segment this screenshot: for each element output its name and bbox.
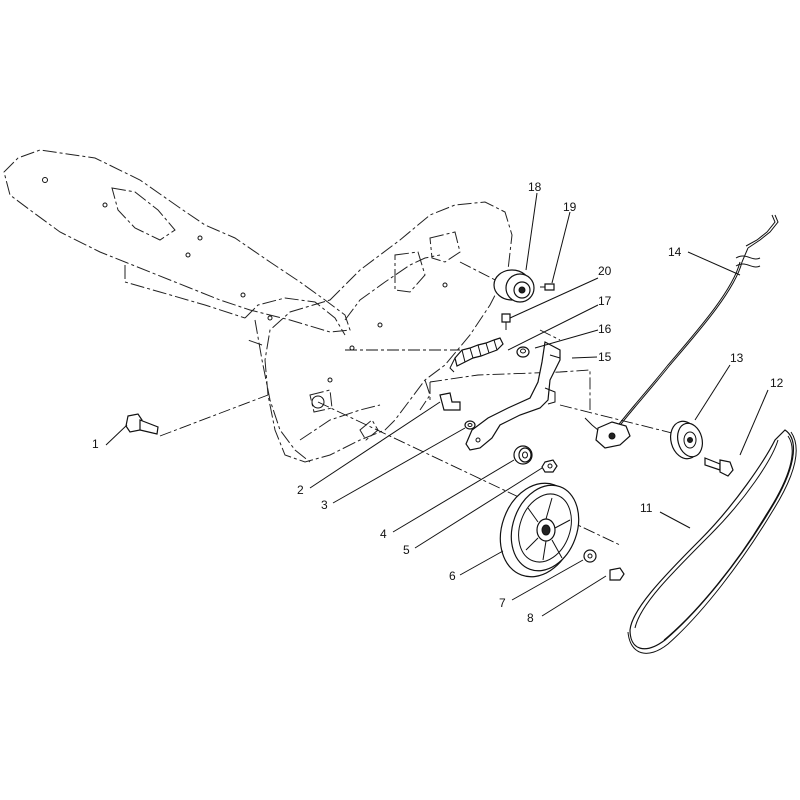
callout-7: 7 bbox=[499, 596, 506, 610]
part-6-drive-pulley bbox=[499, 482, 580, 578]
callout-18: 18 bbox=[528, 180, 542, 194]
part-20-screw bbox=[501, 313, 511, 330]
callout-17: 17 bbox=[598, 294, 612, 308]
part-15-idler-arm bbox=[465, 341, 561, 451]
callout-6: 6 bbox=[449, 569, 456, 583]
part-7-washer bbox=[583, 549, 597, 563]
part-1-bolt bbox=[125, 413, 159, 435]
part-16-nut bbox=[516, 346, 530, 358]
callout-13: 13 bbox=[730, 351, 744, 365]
part-14-cable-end-bracket bbox=[584, 417, 631, 449]
part-14-cable bbox=[615, 214, 779, 429]
frame-housing-phantom bbox=[3, 149, 513, 463]
part-12-bolt bbox=[704, 457, 734, 477]
callout-8: 8 bbox=[527, 611, 534, 625]
part-13-idler-pulley bbox=[670, 420, 703, 460]
callout-14: 14 bbox=[668, 245, 682, 259]
callout-4: 4 bbox=[380, 527, 387, 541]
callout-5: 5 bbox=[403, 543, 410, 557]
callout-12: 12 bbox=[770, 376, 784, 390]
part-18-pulley-hub bbox=[493, 269, 535, 303]
callout-20: 20 bbox=[598, 264, 612, 278]
callout-19: 19 bbox=[563, 200, 577, 214]
part-8-bolt bbox=[609, 567, 625, 581]
part-5-nut bbox=[541, 459, 558, 473]
part-2-bracket bbox=[439, 392, 461, 411]
callout-2: 2 bbox=[297, 483, 304, 497]
part-3-washer bbox=[464, 420, 476, 430]
callout-leader-lines bbox=[105, 192, 769, 617]
callout-16: 16 bbox=[598, 322, 612, 336]
callout-15: 15 bbox=[598, 350, 612, 364]
callout-3: 3 bbox=[321, 498, 328, 512]
part-11-belt bbox=[627, 429, 797, 654]
part-4-spacer bbox=[513, 445, 533, 465]
part-19-screw bbox=[540, 283, 555, 291]
callout-1: 1 bbox=[92, 437, 99, 451]
callout-labels: 1 2 3 4 5 6 7 8 11 12 13 14 15 16 17 18 … bbox=[92, 180, 784, 625]
part-17-spring bbox=[449, 337, 504, 373]
callout-11: 11 bbox=[640, 501, 653, 515]
